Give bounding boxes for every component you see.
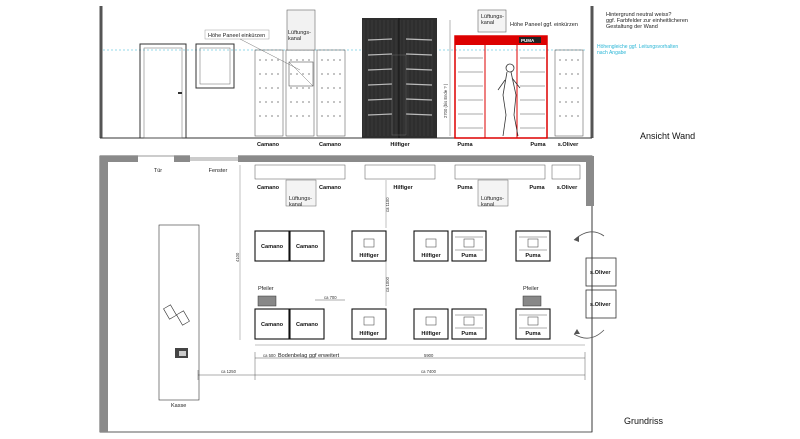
person-silhouette bbox=[497, 63, 521, 137]
plan-dimension-texts: ca 1100 4100 ca 1000 ca 700 ca 500 Boden… bbox=[221, 197, 437, 374]
vent-duct-plan-2 bbox=[477, 179, 509, 207]
table-camano-7: Camano bbox=[289, 308, 325, 340]
vent-duct-plan-1 bbox=[285, 179, 317, 207]
plan-label-7: s.Oliver bbox=[557, 185, 578, 191]
cash-desk bbox=[158, 224, 200, 401]
pillar-left bbox=[257, 295, 277, 307]
floor-plan: Lüftungs-kanal Lüftungs-kanal Kasse s.Ol… bbox=[99, 154, 617, 433]
camano-panels-elevation bbox=[254, 49, 346, 137]
panel-shorten-note-right: Höhe Paneel ggf. einkürzen bbox=[510, 22, 578, 28]
elevation-title: Ansicht Wand bbox=[640, 131, 695, 141]
table-camano-1: Camano bbox=[289, 230, 325, 262]
table-label: Hilfiger bbox=[359, 253, 379, 259]
table-puma-11: Puma bbox=[515, 308, 551, 340]
table-puma-10: Puma bbox=[451, 308, 487, 340]
vent-duct-elevation-label: Lüftungs- kanal bbox=[288, 30, 312, 42]
dimension-lines bbox=[197, 299, 586, 380]
plan-label-2: Camano bbox=[257, 185, 280, 191]
svg-text:ca 500: ca 500 bbox=[263, 353, 276, 358]
background-note: Hintergrund neutral weiss?ggf. Farbfelde… bbox=[606, 12, 688, 30]
soliver-panel-elevation bbox=[554, 49, 584, 137]
table-label: Hilfiger bbox=[421, 253, 441, 259]
table-label: Puma bbox=[525, 331, 541, 337]
table-label: Camano bbox=[296, 244, 319, 250]
table-puma-4: Puma bbox=[451, 230, 487, 262]
table-label: Puma bbox=[461, 331, 477, 337]
svg-text:ca 1100: ca 1100 bbox=[385, 197, 390, 212]
puma-sign: PUMA bbox=[521, 38, 535, 43]
plan-label-1: Fenster bbox=[209, 168, 228, 174]
elevation-label-1: Camano bbox=[319, 142, 342, 148]
elevation-label-3: Puma bbox=[457, 142, 473, 148]
table-hilfiger-8: Hilfiger bbox=[351, 308, 387, 340]
pillar-label-1: Pfeiler bbox=[523, 286, 539, 292]
window-elevation bbox=[195, 43, 235, 89]
wall-shelving-plan bbox=[254, 164, 581, 180]
svg-text:ca 7400: ca 7400 bbox=[421, 369, 437, 374]
table-label: Hilfiger bbox=[359, 331, 379, 337]
plan-label-6: Puma bbox=[529, 185, 545, 191]
hilfiger-height-dim: 2700 (bis Ende ? ) bbox=[443, 83, 448, 118]
cash-desk-label: Kasse bbox=[171, 403, 186, 409]
plan-label-0: Tür bbox=[154, 168, 162, 174]
table-puma-5: Puma bbox=[515, 230, 551, 262]
table-label: Hilfiger bbox=[421, 331, 441, 337]
svg-text:4100: 4100 bbox=[235, 252, 240, 262]
elevation-label-4: Puma bbox=[530, 142, 546, 148]
door-elevation bbox=[139, 43, 187, 139]
elevation-label-5: s.Oliver bbox=[558, 142, 579, 148]
table-label: Puma bbox=[461, 253, 477, 259]
vent-duct-elevation bbox=[286, 9, 316, 87]
pillar-right bbox=[522, 295, 542, 307]
table-camano-6: Camano bbox=[254, 308, 290, 340]
wall-elevation: Höhe Paneel einkürzen Lüftungs- kanal 27… bbox=[99, 6, 688, 139]
plan-label-5: Puma bbox=[457, 185, 473, 191]
soliver-unit-1-label: s.Oliver bbox=[590, 270, 611, 276]
vent-duct-elevation-label-2: Lüftungs-kanal bbox=[481, 14, 504, 26]
vent-duct-plan-label-1: Lüftungs-kanal bbox=[289, 196, 312, 208]
plan-label-3: Camano bbox=[319, 185, 342, 191]
table-hilfiger-9: Hilfiger bbox=[413, 308, 449, 340]
plan-label-4: Hilfiger bbox=[393, 185, 413, 191]
elevation-label-0: Camano bbox=[257, 142, 280, 148]
svg-text:ca 1000: ca 1000 bbox=[385, 276, 390, 292]
table-label: Puma bbox=[525, 253, 541, 259]
hilfiger-wall-unit bbox=[362, 18, 437, 138]
vent-duct-plan-label-2: Lüftungs-kanal bbox=[481, 196, 504, 208]
soliver-side-units: s.Oliver s.Oliver bbox=[585, 257, 617, 319]
soliver-unit-2-label: s.Oliver bbox=[590, 302, 611, 308]
panel-shorten-note: Höhe Paneel einkürzen bbox=[208, 33, 265, 39]
elevation-label-2: Hilfiger bbox=[390, 142, 410, 148]
table-hilfiger-2: Hilfiger bbox=[351, 230, 387, 262]
table-hilfiger-3: Hilfiger bbox=[413, 230, 449, 262]
table-label: Camano bbox=[261, 322, 284, 328]
puma-wall-unit: PUMA bbox=[454, 35, 548, 139]
pillar-label-0: Pfeiler bbox=[258, 286, 274, 292]
svg-text:5900: 5900 bbox=[424, 353, 434, 358]
flow-arrow-bottom bbox=[573, 329, 605, 339]
svg-text:ca 700: ca 700 bbox=[324, 295, 337, 300]
svg-text:Bodenbelag ggf erweitert: Bodenbelag ggf erweitert bbox=[278, 353, 340, 359]
table-camano-0: Camano bbox=[254, 230, 290, 262]
svg-text:ca 1250: ca 1250 bbox=[221, 369, 237, 374]
table-label: Camano bbox=[261, 244, 284, 250]
floorplan-title: Grundriss bbox=[624, 416, 664, 426]
table-label: Camano bbox=[296, 322, 319, 328]
